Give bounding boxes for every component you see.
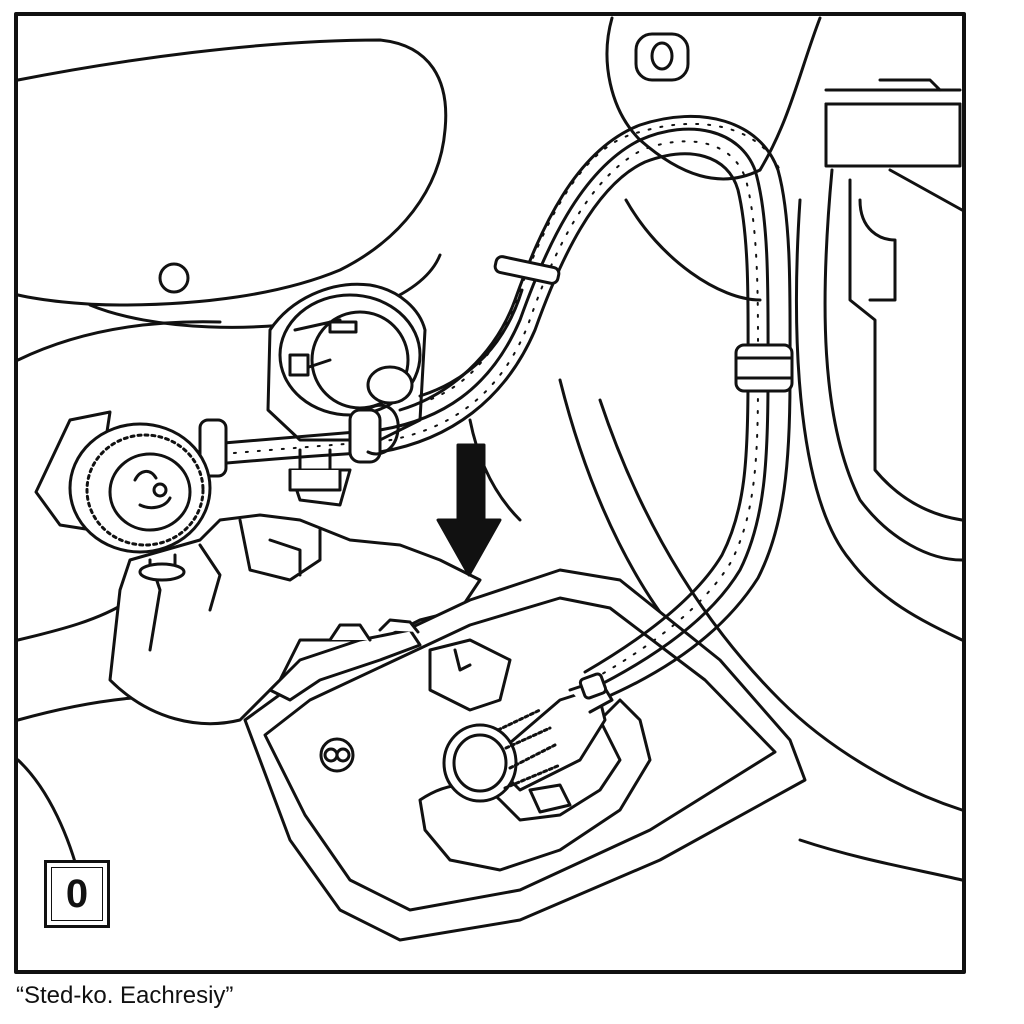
pressure-gauge-icon — [34, 410, 212, 582]
figure-caption: “Sted-ko. Eachresiy” — [16, 982, 234, 1009]
fuel-regulator — [266, 282, 427, 492]
hose-connector-icon — [442, 672, 614, 803]
side-panel — [605, 16, 964, 642]
step-number-label: 0 — [44, 860, 110, 928]
down-arrow-icon — [436, 443, 502, 577]
test-hose — [198, 114, 794, 702]
